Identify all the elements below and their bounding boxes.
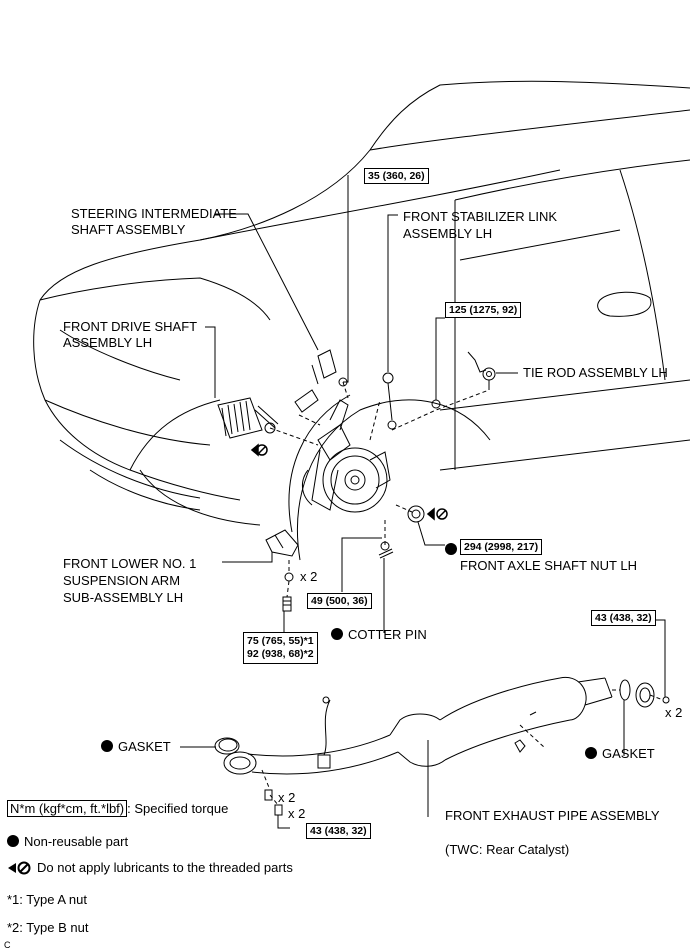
steering-knuckle-drawing [302,399,391,513]
legend-note2: *2: Type B nut [7,920,89,935]
torque-stabilizer-top: 35 (360, 26) [364,168,429,184]
stabilizer-link-drawing [382,372,397,430]
label-gasket-left: GASKET [101,739,171,755]
label-lower-arm-2: SUSPENSION ARM [63,573,181,588]
leader-lines [180,175,666,829]
dashed-alignment-lines [261,381,664,806]
lower-arm-drawing [265,529,299,612]
legend-torque: N*m (kgf*cm, ft.*lbf): Specified torque [7,800,229,817]
gasket-left-text: GASKET [118,739,171,754]
legend-non-reusable-text: Non-reusable part [24,834,129,849]
torque-lower-arm: 75 (765, 55)*1 92 (938, 68)*2 [243,632,318,664]
torque-tie-rod-nut: 125 (1275, 92) [445,302,522,318]
gasket-right-text: GASKET [602,746,655,761]
corner-mark: C [4,940,11,950]
torque-front-flange: 43 (438, 32) [306,823,371,839]
non-reusable-dot-icon [331,628,343,640]
qty-front-stud-1: x 2 [278,790,296,805]
drive-shaft-drawing [217,397,279,439]
label-lower-arm-1: FRONT LOWER NO. 1 [63,556,197,571]
small-nuts [338,377,441,559]
non-reusable-dot-icon [7,835,19,847]
label-axle-nut: FRONT AXLE SHAFT NUT LH [460,558,637,573]
steering-shaft-drawing [294,349,337,413]
label-gasket-right: GASKET [585,746,655,762]
legend-torque-desc: : Specified torque [127,801,229,816]
torque-lower-arm-line2: 92 (938, 68)*2 [247,648,314,660]
no-lubricant-icon [8,861,31,875]
cotter-pin-text: COTTER PIN [348,627,427,642]
label-tie-rod: TIE ROD ASSEMBLY LH [523,365,668,380]
label-cotter-pin: COTTER PIN [331,627,427,643]
torque-axle-nut: 294 (2998, 217) [460,539,543,555]
qty-rear-nut: x 2 [665,705,683,720]
tie-rod-drawing [467,351,496,390]
exhaust-pipe-drawing [214,676,670,816]
torque-ball-joint-nut: 49 (500, 36) [307,593,372,609]
label-stabilizer-link-2: ASSEMBLY LH [403,226,493,241]
legend-torque-unit: N*m (kgf*cm, ft.*lbf) [7,800,128,817]
car-body-outline [33,80,690,561]
label-lower-arm-3: SUB-ASSEMBLY LH [63,590,184,605]
legend-note1: *1: Type A nut [7,892,87,907]
no-lubricant-symbols [250,443,448,521]
label-steering-shaft-2: SHAFT ASSEMBLY [71,222,186,237]
label-steering-shaft-1: STEERING INTERMEDIATE [71,206,237,221]
qty-front-stud-2: x 2 [288,806,306,821]
axle-nut-drawing [407,505,425,523]
legend-no-lubricant-text: Do not apply lubricants to the threaded … [37,860,293,875]
torque-lower-arm-line1: 75 (765, 55)*1 [247,635,314,647]
label-stabilizer-link-1: FRONT STABILIZER LINK [403,209,558,224]
torque-rear-flange: 43 (438, 32) [591,610,656,626]
legend-non-reusable: Non-reusable part [7,834,128,850]
label-front-drive-shaft-2: ASSEMBLY LH [63,335,153,350]
non-reusable-dot-icon [101,740,113,752]
non-reusable-dot-icon [585,747,597,759]
label-exhaust-pipe: FRONT EXHAUST PIPE ASSEMBLY [445,808,660,823]
qty-lower-arm: x 2 [300,569,318,584]
label-twc-note: (TWC: Rear Catalyst) [445,842,570,857]
label-front-drive-shaft-1: FRONT DRIVE SHAFT [63,319,198,334]
non-reusable-dot-icon [445,543,457,555]
legend-no-lubricant: Do not apply lubricants to the threaded … [7,860,293,876]
axle-nut-non-reusable [445,541,462,559]
